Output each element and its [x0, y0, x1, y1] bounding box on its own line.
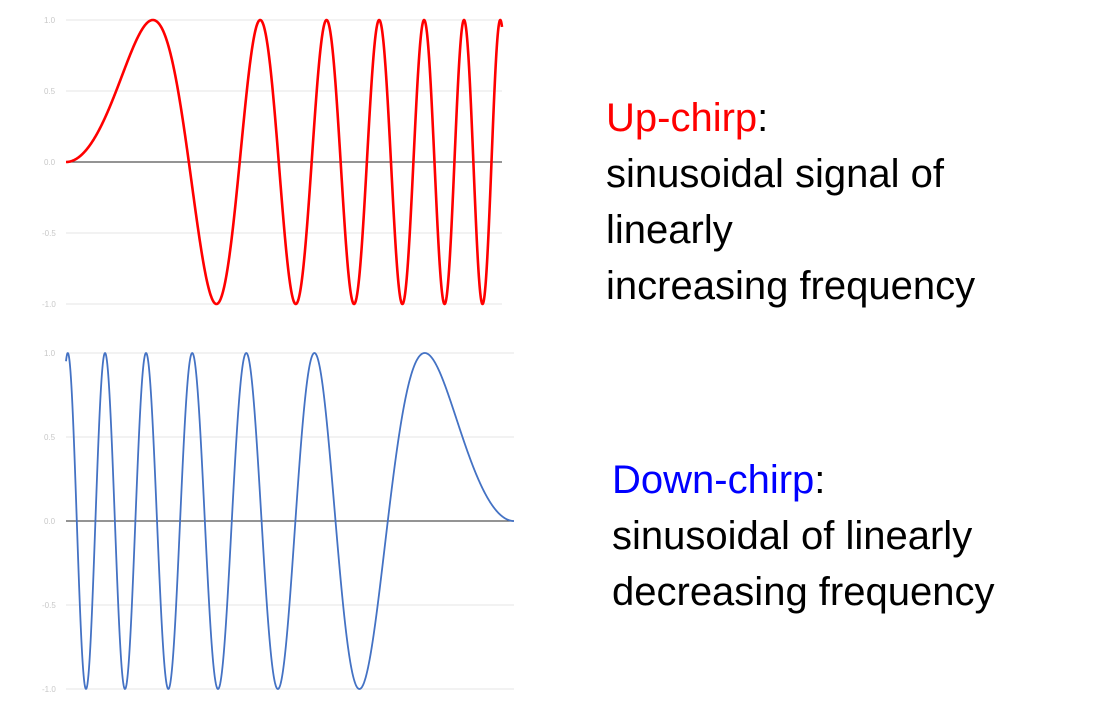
y-tick-labels: 1.0 0.5 0.0 -0.5 -1.0 — [42, 16, 56, 309]
y-tick-label: 1.0 — [44, 16, 56, 25]
up-chirp-series-line — [65, 18, 504, 306]
down-chirp-label: Down-chirp — [612, 458, 815, 502]
y-tick-labels: 1.0 0.5 0.0 -0.5 -1.0 — [42, 349, 56, 694]
up-chirp-caption: Up-chirp: sinusoidal signal of linearly … — [606, 90, 975, 314]
caption-line: increasing frequency — [606, 264, 976, 308]
y-tick-label: 0.0 — [44, 517, 56, 526]
caption-colon: : — [757, 96, 769, 140]
down-chirp-chart: 1.0 0.5 0.0 -0.5 -1.0 — [42, 349, 515, 694]
y-tick-label: 0.0 — [44, 158, 56, 167]
down-chirp-series-line — [65, 352, 515, 690]
caption-heading: Down-chirp: — [612, 452, 994, 508]
caption-line: sinusoidal of linearly — [612, 514, 973, 558]
y-tick-label: -0.5 — [42, 601, 56, 610]
caption-line: linearly — [606, 208, 733, 252]
y-tick-label: 1.0 — [44, 349, 56, 358]
y-tick-label: -1.0 — [42, 685, 56, 694]
down-chirp-caption: Down-chirp: sinusoidal of linearly decre… — [612, 452, 994, 620]
y-tick-label: -1.0 — [42, 300, 56, 309]
caption-line: sinusoidal signal of — [606, 152, 944, 196]
caption-colon: : — [814, 458, 826, 502]
caption-line: decreasing frequency — [612, 570, 995, 614]
y-tick-label: -0.5 — [42, 229, 56, 238]
caption-heading: Up-chirp: — [606, 90, 975, 146]
y-tick-label: 0.5 — [44, 433, 56, 442]
up-chirp-label: Up-chirp — [606, 96, 758, 140]
up-chirp-chart: 1.0 0.5 0.0 -0.5 -1.0 — [42, 16, 504, 309]
y-tick-label: 0.5 — [44, 87, 56, 96]
